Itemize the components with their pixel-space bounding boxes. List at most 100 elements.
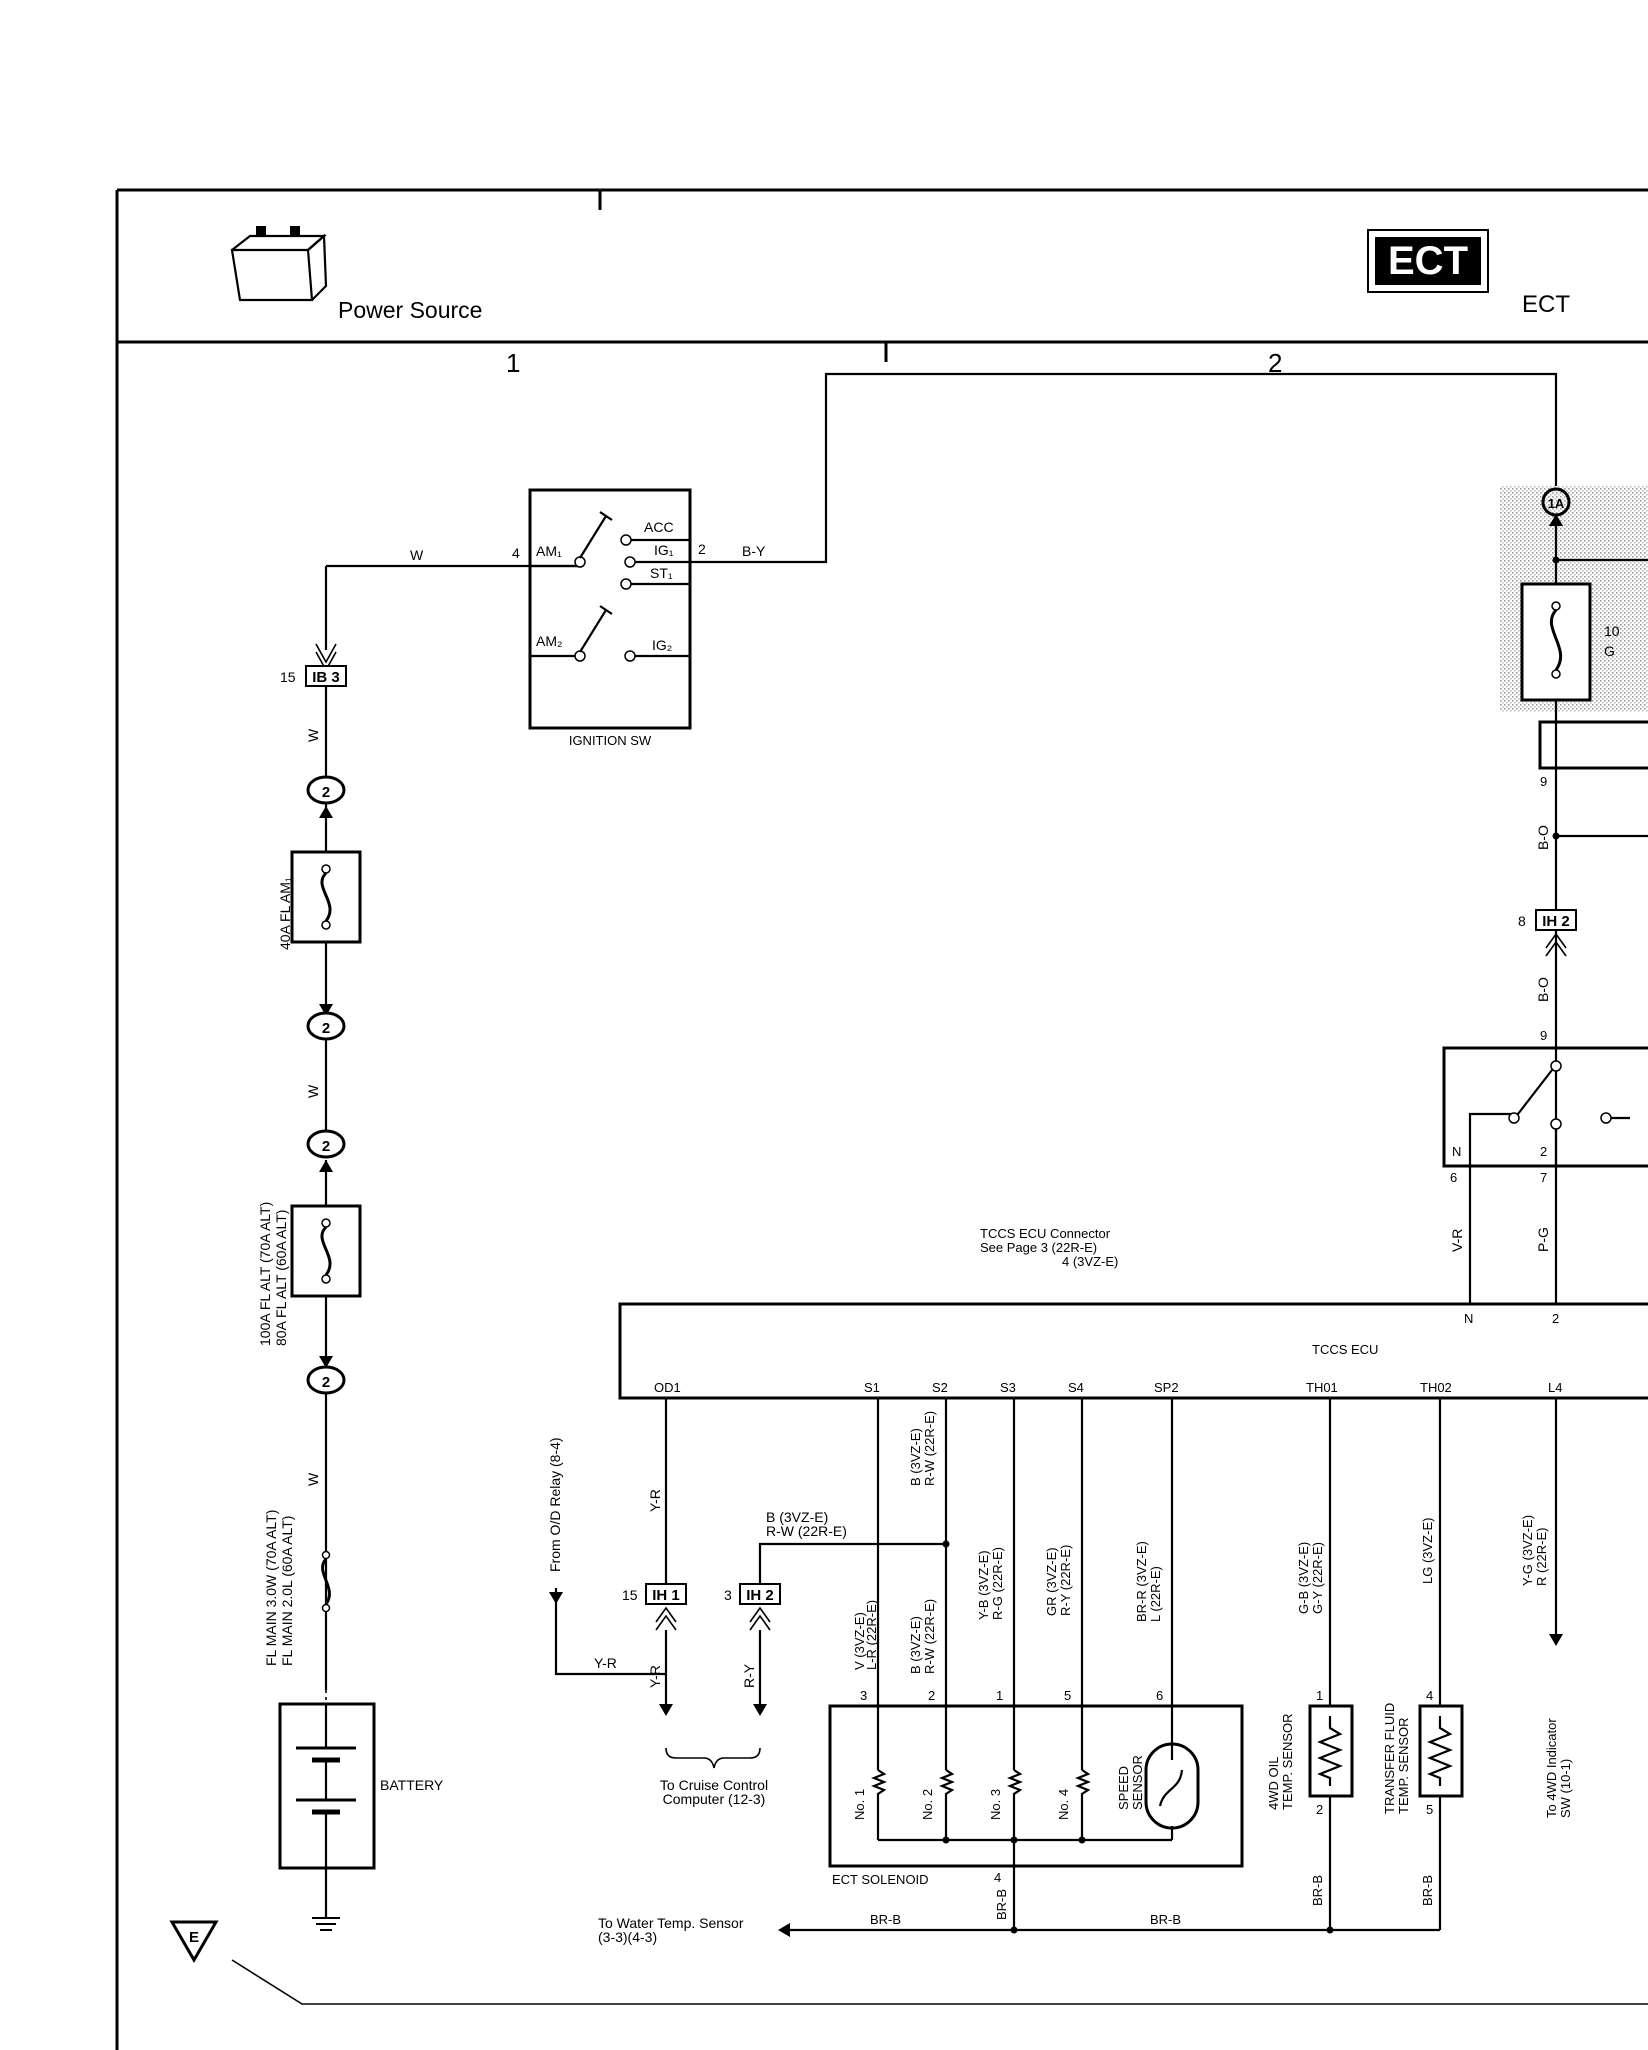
wire-color-pg: P-G: [1535, 1227, 1551, 1252]
switch-pin-6: 6: [1450, 1170, 1457, 1185]
ground-label: E: [189, 1929, 199, 1946]
fluid-sensor-label-1: TRANSFER FLUID: [1382, 1703, 1397, 1814]
connector-ih2-right: IH 2 8: [1518, 909, 1577, 957]
connector-ib3: IB 3 15: [280, 665, 347, 687]
wire-color-yr-side: Y-R: [594, 1655, 617, 1671]
wire-color-b-3vz-s2: B (3VZ-E): [908, 1428, 923, 1486]
wire-color-b-3vz-s2b: B (3VZ-E): [908, 1616, 923, 1674]
section-number-2: 2: [1268, 348, 1282, 378]
ect-solenoid-label: ECT SOLENOID: [832, 1872, 929, 1887]
connector-label: IH 1: [652, 1587, 680, 1604]
ecu-pin-2: 2: [1552, 1311, 1559, 1326]
ecu-pin-n: N: [1464, 1311, 1473, 1326]
page-frame: [115, 188, 1648, 2050]
oil-sensor-pin-2: 2: [1316, 1802, 1323, 1817]
fuse-main-label-2: FL MAIN 2.0L (60A ALT): [279, 1516, 295, 1666]
oil-temp-sensor: [1308, 1704, 1354, 1930]
speed-sensor-label-1: SPEED: [1116, 1766, 1131, 1810]
tccs-note-3: 4 (3VZ-E): [1062, 1254, 1118, 1269]
wire-color-gr-3vz: GR (3VZ-E): [1044, 1547, 1059, 1616]
ect-badge: ECT: [1367, 229, 1489, 293]
wire-color-rg-22r: R-G (22R-E): [990, 1547, 1005, 1620]
wire-color-brb-fluid: BR-B: [1420, 1875, 1435, 1906]
oil-sensor-pin-1: 1: [1316, 1688, 1323, 1703]
ect-solenoid: [828, 1704, 1244, 1930]
solenoid-no2: No. 2: [920, 1789, 935, 1820]
ecu-pin-s2: S2: [932, 1380, 948, 1395]
wire-color-brb-bus-left: BR-B: [870, 1912, 901, 1927]
wire-color-by: B-Y: [742, 543, 766, 559]
ignition-switch: [528, 488, 692, 730]
ignition-switch-label: IGNITION SW: [569, 733, 652, 748]
cruise-brace: [665, 1747, 761, 1769]
pin-9-lower: 9: [1540, 1028, 1547, 1043]
tccs-ecu-label: TCCS ECU: [1312, 1342, 1378, 1357]
fluid-sensor-pin-5: 5: [1426, 1802, 1433, 1817]
wire-color-b-3vz-branch: B (3VZ-E): [766, 1509, 828, 1525]
wire-color-brr-3vz: BR-R (3VZ-E): [1134, 1541, 1149, 1622]
solenoid-no1: No. 1: [852, 1789, 867, 1820]
junction-label: 2: [322, 1020, 330, 1037]
connector-pin: 15: [280, 669, 296, 685]
junction-2-top: 2: [306, 775, 346, 818]
connector-pin: 8: [1518, 913, 1526, 929]
wire-color-rw-22r-s2: R-W (22R-E): [922, 1411, 937, 1486]
battery-feed-circuit: [315, 564, 580, 1718]
wire-color-rw-22r-s2b: R-W (22R-E): [922, 1599, 937, 1674]
wire-color-w: W: [305, 728, 321, 742]
fuse-am1: [290, 850, 362, 944]
water-temp-note-2: (3-3)(4-3): [598, 1929, 657, 1945]
solenoid-pin-4: 4: [994, 1870, 1001, 1885]
connector-pin: 3: [724, 1587, 732, 1603]
junction-2-bottom: 2: [306, 1356, 346, 1395]
junction-label: 2: [322, 1374, 330, 1391]
switch-terminal-acc: ACC: [644, 519, 674, 535]
switch-pin-4: 4: [512, 545, 520, 561]
speed-sensor-label-2: SENSOR: [1130, 1755, 1145, 1810]
wire-color-brb-bus-right: BR-B: [1150, 1912, 1181, 1927]
wire-color-yr-lower: Y-R: [647, 1665, 663, 1688]
solenoid-pin-5: 5: [1064, 1688, 1071, 1703]
wire-color-gy-22r: G-Y (22R-E): [1310, 1542, 1325, 1614]
wire-color-vr: V-R: [1449, 1229, 1465, 1252]
ecu-pin-s3: S3: [1000, 1380, 1016, 1395]
indicator-note-2: SW (10-1): [1558, 1759, 1573, 1818]
battery-label: BATTERY: [380, 1777, 444, 1793]
wire-color-lr-22r: L-R (22R-E): [864, 1600, 879, 1670]
solenoid-pin-3: 3: [860, 1688, 867, 1703]
switch-pin-2: 2: [1540, 1144, 1547, 1159]
solenoid-pin-6: 6: [1156, 1688, 1163, 1703]
switch-terminal-ig2: IG₂: [652, 637, 672, 653]
wire-color-gb-3vz: G-B (3VZ-E): [1296, 1542, 1311, 1614]
wire-color-yg-3vz: Y-G (3VZ-E): [1520, 1515, 1535, 1586]
wire-color-brb-oil: BR-B: [1310, 1875, 1325, 1906]
junction-2-lower-mid: 2: [306, 1129, 346, 1172]
ecu-pin-od1: OD1: [654, 1380, 681, 1395]
junction-label: 2: [322, 1138, 330, 1155]
junction-1a-label: 1A: [1548, 496, 1565, 511]
wire-color-rw-22r-branch: R-W (22R-E): [766, 1523, 847, 1539]
wire-from-od-relay: [554, 1588, 666, 1676]
transfer-fluid-sensor: [1418, 1704, 1464, 1930]
ecu-pin-s1: S1: [864, 1380, 880, 1395]
wire-color-v-3vz: V (3VZ-E): [852, 1612, 867, 1670]
switch-pin-7: 7: [1540, 1170, 1547, 1185]
junction-2-upper-mid: 2: [306, 1004, 346, 1041]
switch-terminal-st1: ST₁: [650, 565, 673, 581]
fuse-alt-label-1: 100A FL ALT (70A ALT): [257, 1202, 273, 1346]
fluid-sensor-pin-4: 4: [1426, 1688, 1433, 1703]
ecu-pin-th02: TH02: [1420, 1380, 1452, 1395]
connector-label: IB 3: [312, 669, 340, 686]
tccs-note-1: TCCS ECU Connector: [980, 1226, 1111, 1241]
switch-pin-2: 2: [698, 541, 706, 557]
fuse-alt: [290, 1204, 362, 1298]
od-relay-note: From O/D Relay (8-4): [547, 1437, 563, 1572]
ect-title: ECT: [1522, 291, 1570, 318]
relay-box-upper: [1538, 720, 1648, 770]
ecu-pin-sp2: SP2: [1154, 1380, 1179, 1395]
ecu-pin-l4: L4: [1548, 1380, 1562, 1395]
wire-color-yr-upper: Y-R: [647, 1489, 663, 1512]
switch-terminal-ig1: IG₁: [654, 542, 674, 558]
water-temp-note-1: To Water Temp. Sensor: [598, 1915, 744, 1931]
